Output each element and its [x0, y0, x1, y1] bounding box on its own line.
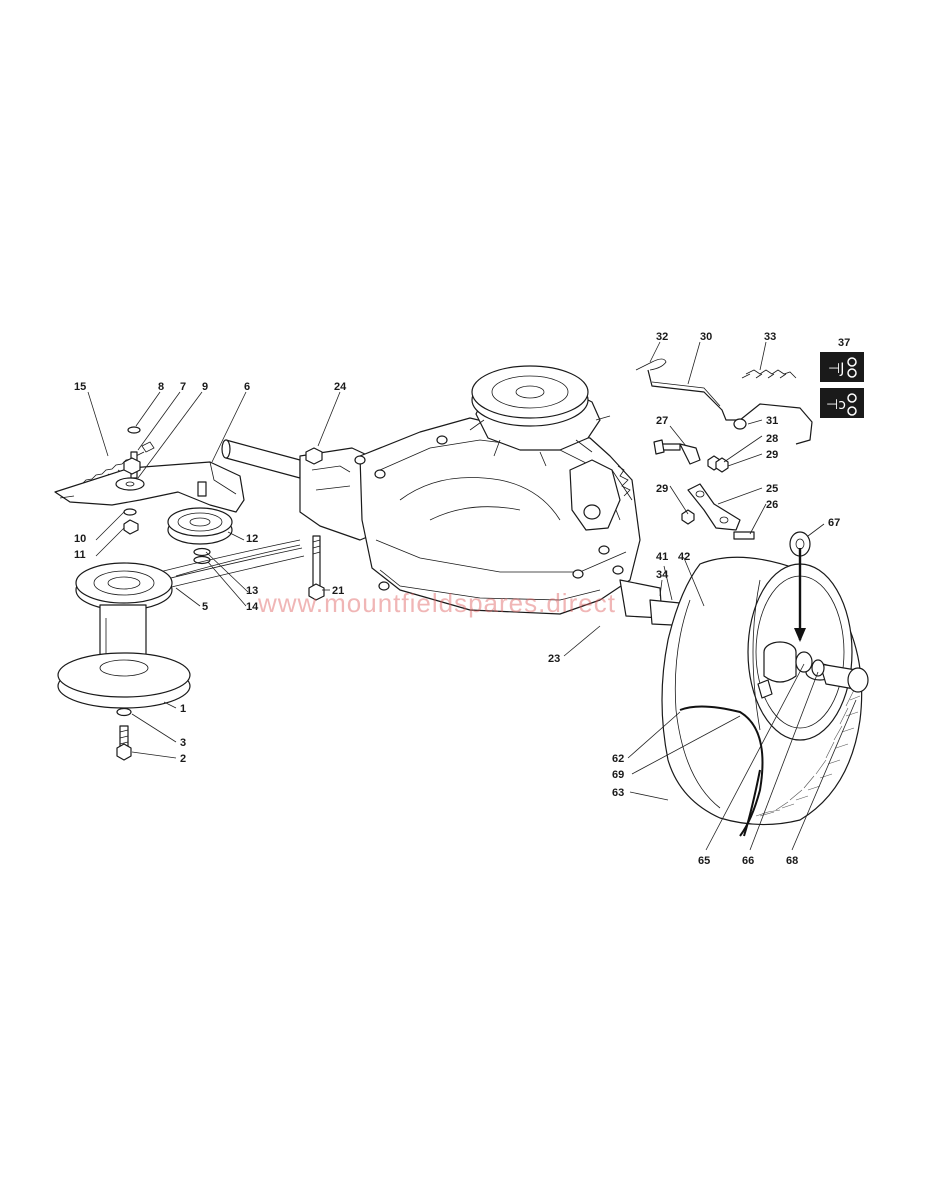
svg-text:⊣J: ⊣J — [828, 361, 844, 377]
label-28: 28 — [766, 433, 778, 445]
idler-pulley — [167, 507, 233, 565]
label-13: 13 — [246, 585, 258, 597]
label-5: 5 — [202, 601, 208, 613]
washer-65 — [795, 651, 813, 673]
part-labels: 15 8 7 9 6 10 11 12 13 14 5 1 3 2 21 24 … — [74, 331, 850, 867]
label-24: 24 — [334, 381, 347, 393]
label-31: 31 — [766, 415, 778, 427]
grease-icon — [820, 352, 864, 382]
leader-lines — [87, 341, 857, 851]
bolt-21 — [308, 535, 325, 601]
washer-3 — [116, 707, 132, 717]
label-26: 26 — [766, 499, 778, 511]
bolt-26 — [733, 531, 755, 540]
control-linkage — [635, 358, 813, 540]
svg-text:⊣ↄ: ⊣ↄ — [826, 397, 846, 413]
label-14: 14 — [246, 601, 259, 613]
label-11: 11 — [74, 549, 86, 561]
label-9: 9 — [202, 381, 208, 393]
label-12: 12 — [246, 533, 258, 545]
return-spring — [745, 369, 797, 379]
label-63: 63 — [612, 787, 624, 799]
label-8: 8 — [158, 381, 164, 393]
watermark: www.mountfieldspares.direct — [257, 588, 616, 618]
label-29b: 29 — [656, 483, 668, 495]
torque-icon — [820, 388, 864, 418]
engine-pulley — [57, 562, 191, 761]
tensioner-bracket-assembly — [54, 426, 245, 535]
label-6: 6 — [244, 381, 250, 393]
label-32: 32 — [656, 331, 668, 343]
label-7: 7 — [180, 381, 186, 393]
label-62: 62 — [612, 753, 624, 765]
input-pulley-fan — [469, 365, 611, 467]
transaxle-gearbox — [221, 417, 741, 631]
label-41: 41 — [656, 551, 668, 563]
label-15: 15 — [74, 381, 86, 393]
label-2: 2 — [180, 753, 186, 765]
label-21: 21 — [332, 585, 344, 597]
label-29a: 29 — [766, 449, 778, 461]
label-66: 66 — [742, 855, 754, 867]
label-30: 30 — [700, 331, 712, 343]
fastener-legend-badges: ⊣J ⊣ↄ — [820, 352, 864, 418]
tensioner-bracket — [54, 461, 245, 513]
label-33: 33 — [764, 331, 776, 343]
label-68: 68 — [786, 855, 798, 867]
label-25: 25 — [766, 483, 778, 495]
label-23: 23 — [548, 653, 560, 665]
label-67: 67 — [828, 517, 840, 529]
label-10: 10 — [74, 533, 86, 545]
control-rod — [647, 369, 813, 445]
label-65: 65 — [698, 855, 710, 867]
rear-wheel-assembly — [661, 548, 869, 837]
label-42: 42 — [678, 551, 690, 563]
control-lever — [687, 483, 741, 531]
label-69: 69 — [612, 769, 624, 781]
circlip-66 — [811, 659, 825, 677]
nut-10 — [123, 508, 137, 516]
nut-24 — [305, 447, 323, 465]
label-37: 37 — [838, 337, 850, 349]
cap-31 — [733, 418, 747, 430]
label-3: 3 — [180, 737, 186, 749]
nut-29b — [681, 509, 695, 525]
washer-8 — [127, 426, 141, 434]
label-27: 27 — [656, 415, 668, 427]
hairpin-clip — [635, 358, 667, 371]
nut-11 — [123, 519, 139, 535]
nut-7 — [123, 457, 141, 475]
washer-13 — [193, 547, 211, 557]
washer-9 — [115, 477, 145, 491]
label-1: 1 — [180, 703, 186, 715]
label-34: 34 — [656, 569, 669, 581]
